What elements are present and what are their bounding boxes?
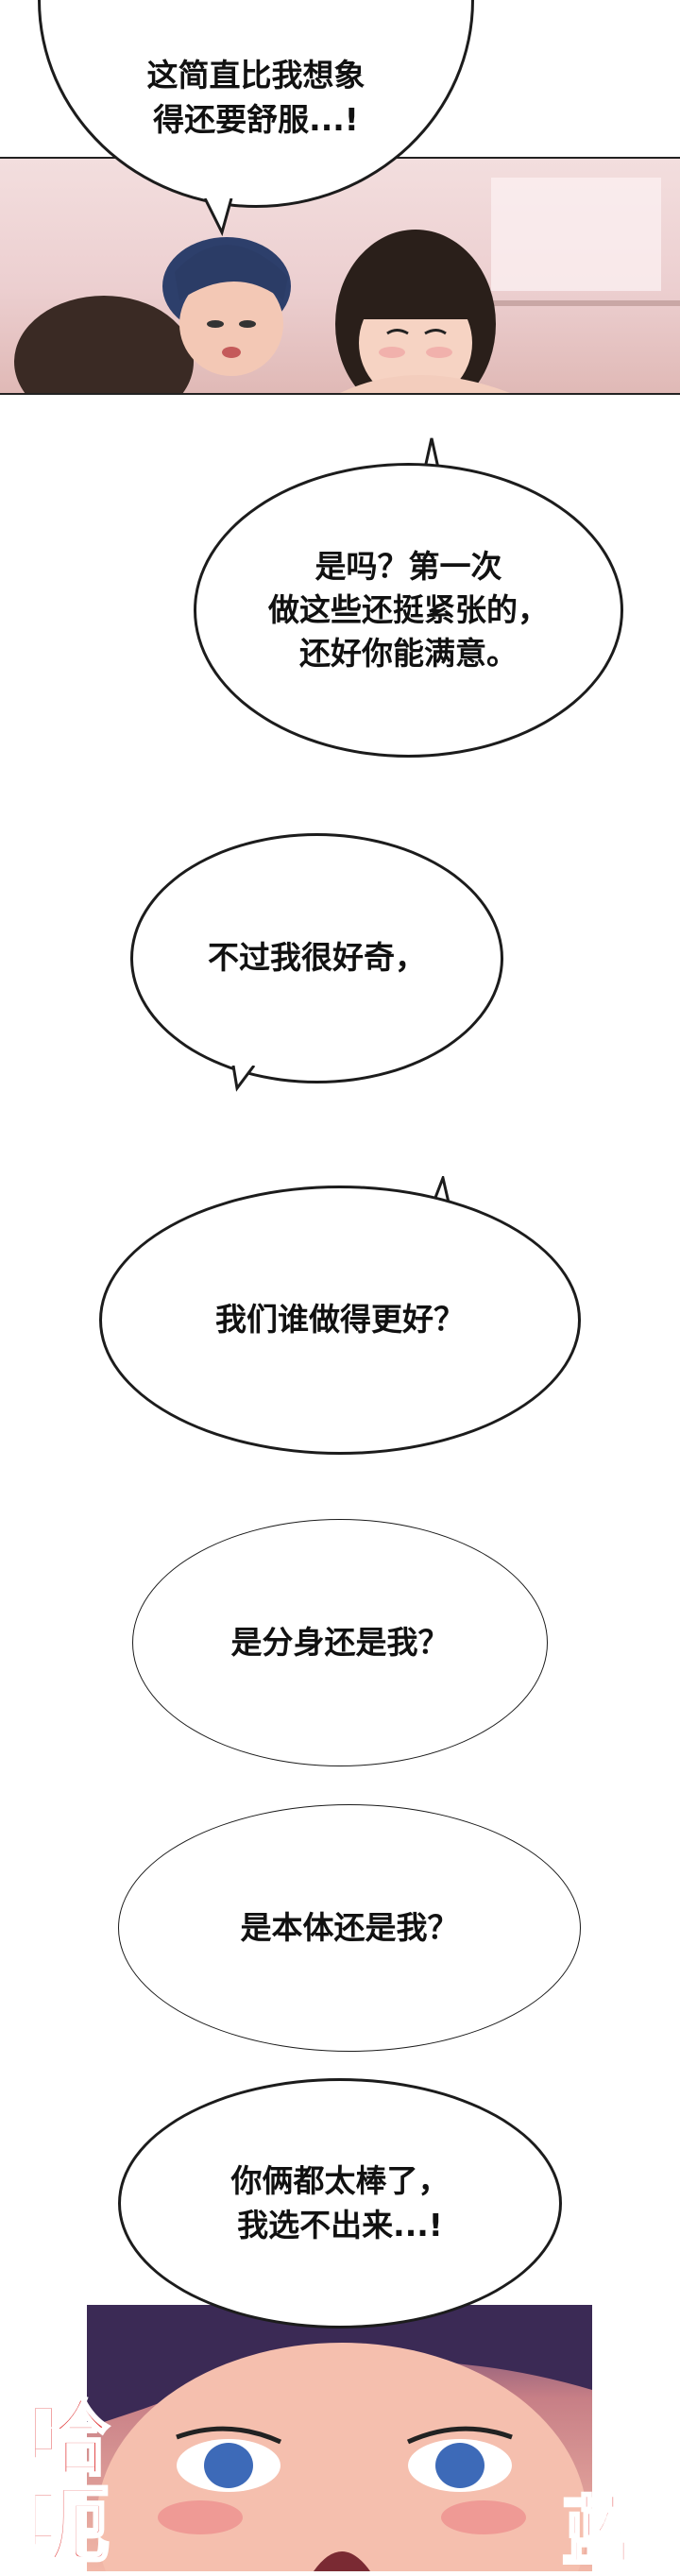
speech-bubble-3-text: 不过我很好奇， bbox=[208, 939, 426, 977]
speech-bubble-6-text: 是本体还是我？ bbox=[240, 1908, 459, 1946]
speech-bubble-5-text: 是分身还是我？ bbox=[230, 1623, 450, 1661]
speech-bubble-7: 你俩都太棒了， 我选不出来...! bbox=[118, 2078, 562, 2329]
speech-bubble-3: 不过我很好奇， bbox=[130, 833, 503, 1083]
speech-bubble-1: 这简直比我想象 得还要舒服...! bbox=[38, 0, 474, 208]
speech-bubble-1-tail bbox=[203, 198, 233, 236]
scene-panel-bottom bbox=[87, 2305, 592, 2571]
speech-bubble-1-text: 这简直比我想象 得还要舒服...! bbox=[146, 57, 366, 138]
sound-effect-right: 蓝 bbox=[561, 2487, 639, 2576]
sound-effect-left: 哈 呃 bbox=[25, 2389, 110, 2575]
speech-bubble-5: 是分身还是我？ bbox=[132, 1519, 548, 1766]
speech-bubble-3-tail bbox=[231, 1066, 256, 1092]
speech-bubble-6: 是本体还是我？ bbox=[118, 1804, 581, 2052]
speech-bubble-2: 是吗？第一次 做这些还挺紧张的， 还好你能满意。 bbox=[194, 463, 623, 758]
scene-illustration-top bbox=[14, 178, 680, 393]
speech-bubble-2-text: 是吗？第一次 做这些还挺紧张的， 还好你能满意。 bbox=[268, 547, 549, 673]
scene-illustration-bottom bbox=[87, 2305, 592, 2571]
speech-bubble-7-text: 你俩都太棒了， 我选不出来...! bbox=[230, 2162, 450, 2243]
speech-bubble-4: 我们谁做得更好？ bbox=[99, 1186, 581, 1455]
speech-bubble-4-text: 我们谁做得更好？ bbox=[215, 1301, 465, 1339]
scene-panel-top bbox=[0, 157, 680, 395]
